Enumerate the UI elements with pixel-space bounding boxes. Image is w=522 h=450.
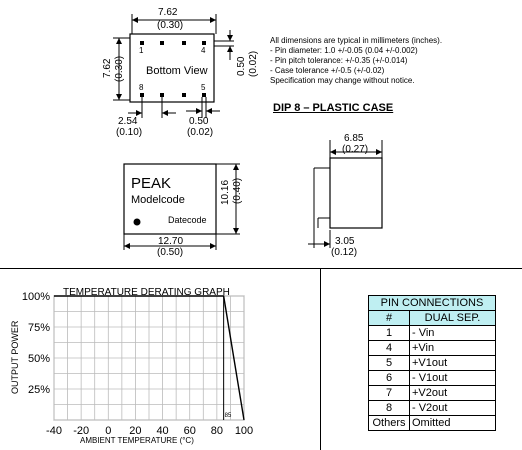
knee-annotation: 85 (225, 413, 232, 419)
note-line: Specification may change without notice. (270, 76, 415, 85)
bottom-view-label: Bottom View (146, 65, 208, 77)
side-width-mm: 6.85 (344, 133, 364, 144)
side-width-in: (0.27) (342, 144, 369, 155)
pitch-in: (0.10) (116, 127, 143, 138)
top-height-in: (0.30) (114, 55, 125, 82)
table-row: 7+V2out (368, 385, 496, 401)
pin-connections-table: PIN CONNECTIONS # DUAL SEP. 1- Vin 4+Vin… (368, 295, 496, 431)
bottom-right-mm: 0.50 (189, 116, 209, 127)
bottom-view-drawing (113, 14, 234, 118)
pin-number: 7 (368, 385, 410, 401)
top-width-in: (0.30) (157, 20, 184, 31)
note-line: - Case tolerance +/-0.5 (+/-0.02) (270, 66, 385, 75)
case-title: DIP 8 – PLASTIC CASE (273, 102, 394, 114)
pin-8-label: 8 (139, 83, 144, 92)
right-dim-in: (0.02) (248, 50, 259, 77)
pin-function: - V1out (409, 370, 496, 386)
pin-function: +Vin (409, 340, 496, 356)
pin-number: 4 (368, 340, 410, 356)
pin-col-number: # (368, 310, 410, 326)
spec-notes: All dimensions are typical in millimeter… (270, 36, 442, 86)
front-view-drawing (123, 163, 240, 250)
x-tick-label: 100 (235, 425, 253, 435)
pin-col-function: DUAL SEP. (409, 310, 496, 326)
table-row: 8- V2out (368, 400, 496, 416)
table-row: 6- V1out (368, 370, 496, 386)
pin-number: 8 (368, 400, 410, 416)
note-line: - Pin diameter: 1.0 +/-0.05 (0.04 +/-0.0… (270, 46, 418, 55)
brand-logo: PEAK (131, 175, 172, 192)
top-width-mm: 7.62 (158, 7, 178, 18)
model-code: Modelcode (131, 194, 185, 206)
note-line: - Pin pitch tolerance: +/-0.35 (+/-0.014… (270, 56, 408, 65)
x-axis-label: AMBIENT TEMPERATURE (°C) (80, 436, 194, 445)
x-tick-label: 20 (129, 425, 141, 435)
front-height-in: (0.40) (232, 177, 243, 204)
date-code: Datecode (168, 215, 207, 225)
derating-chart: -40 -20 0 20 40 60 80 100 100% 75% 50% 25% 85 (22, 291, 253, 435)
column-divider (320, 269, 321, 450)
section-divider (0, 268, 522, 269)
x-tick-label: 60 (184, 425, 196, 435)
bottom-right-in: (0.02) (187, 127, 214, 138)
pin-5-label: 5 (201, 83, 206, 92)
front-height-mm: 10.16 (220, 179, 231, 205)
pin-number: 1 (368, 325, 410, 341)
x-tick-label: 80 (211, 425, 223, 435)
pin-function: +V1out (409, 355, 496, 371)
top-height-mm: 7.62 (102, 58, 113, 78)
y-tick-label: 100% (22, 291, 50, 303)
pin-function: Omitted (409, 415, 496, 431)
table-row: 5+V1out (368, 355, 496, 371)
y-tick-label: 25% (28, 384, 50, 396)
pin-table-title: PIN CONNECTIONS (368, 295, 496, 311)
x-tick-label: -20 (73, 425, 89, 435)
front-width-in: (0.50) (157, 247, 184, 258)
pin-function: +V2out (409, 385, 496, 401)
x-tick-label: 0 (105, 425, 111, 435)
table-row: 4+Vin (368, 340, 496, 356)
side-pin-in: (0.12) (331, 247, 358, 258)
pitch-mm: 2.54 (118, 116, 138, 127)
pin-function: - Vin (409, 325, 496, 341)
pin-number: 5 (368, 355, 410, 371)
side-pin-mm: 3.05 (335, 236, 355, 247)
chart-title: TEMPERATURE DERATING GRAPH (63, 287, 230, 298)
x-tick-label: 40 (156, 425, 168, 435)
side-view-drawing (308, 140, 383, 248)
table-row: 1- Vin (368, 325, 496, 341)
pin-number: Others (368, 415, 410, 431)
pin-number: 6 (368, 370, 410, 386)
pin-function: - V2out (409, 400, 496, 416)
x-tick-label: -40 (46, 425, 62, 435)
front-width-mm: 12.70 (158, 236, 184, 247)
y-tick-label: 50% (28, 353, 50, 365)
right-dim-mm: 0.50 (236, 56, 247, 76)
y-tick-label: 75% (28, 322, 50, 334)
note-line: All dimensions are typical in millimeter… (270, 36, 443, 45)
pin-4-label: 4 (201, 46, 206, 55)
pin-1-label: 1 (139, 46, 144, 55)
